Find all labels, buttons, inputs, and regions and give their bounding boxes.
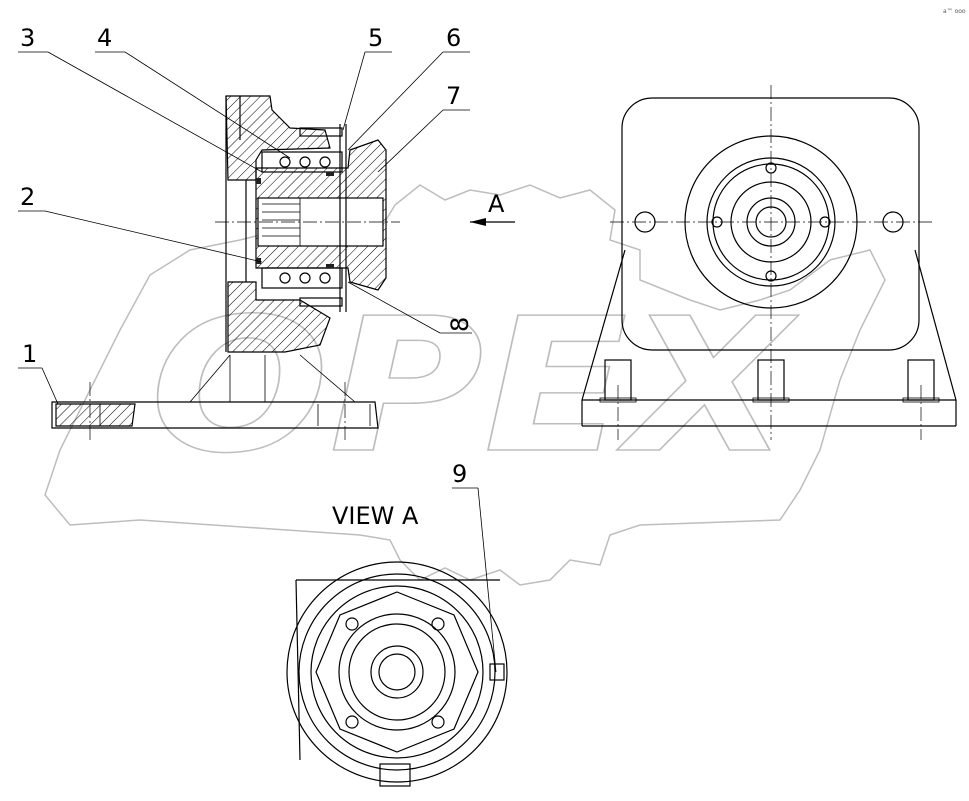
corner-mark: a™ ooo xyxy=(943,8,966,15)
view-a-title: VIEW A xyxy=(332,502,419,530)
svg-text:A: A xyxy=(488,190,505,218)
callout-7: 7 xyxy=(446,82,461,110)
callout-5: 5 xyxy=(368,24,383,52)
base-plate xyxy=(51,354,379,440)
callout-1: 1 xyxy=(22,340,37,368)
gear-watermark-icon xyxy=(44,184,886,586)
callouts: 3 4 5 6 7 2 8 1 xyxy=(18,24,474,405)
callout-3: 3 xyxy=(20,24,35,52)
shaft xyxy=(255,139,387,291)
callout-4: 4 xyxy=(97,24,112,52)
callout-9: 9 xyxy=(452,460,467,488)
callout-8: 8 xyxy=(446,317,474,332)
housing xyxy=(225,95,331,353)
end-view xyxy=(581,85,957,440)
view-a: VIEW A 9 xyxy=(286,460,508,787)
watermark: OPEX xyxy=(44,184,886,586)
view-arrow-a: A xyxy=(470,190,515,226)
callout-6: 6 xyxy=(446,24,461,52)
section-view: 3 4 5 6 7 2 8 1 A xyxy=(18,24,515,440)
bearings xyxy=(256,124,347,312)
callout-2: 2 xyxy=(20,183,35,211)
